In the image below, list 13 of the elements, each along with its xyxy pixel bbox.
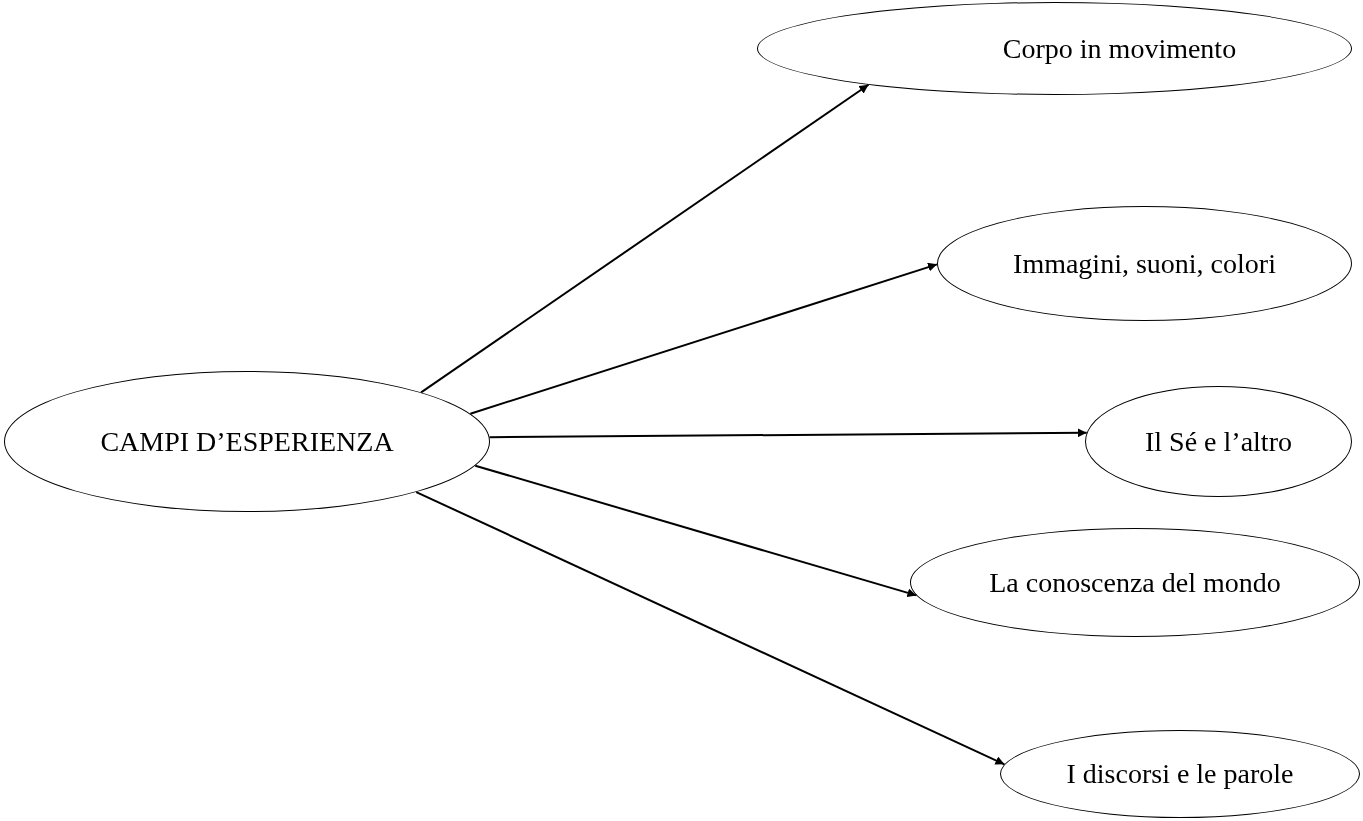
node-label: La conoscenza del mondo: [989, 566, 1281, 599]
arrow: [474, 464, 918, 598]
arrow: [469, 262, 938, 415]
node-label: Corpo in movimento: [1002, 32, 1237, 65]
node-label: Il Sé e l’altro: [1145, 425, 1292, 458]
node-label: CAMPI D’ESPERIENZA: [100, 425, 394, 458]
node-label: Immagini, suoni, colori: [1013, 247, 1276, 280]
ellipse-node: [910, 528, 1360, 637]
arrow: [488, 428, 1088, 439]
ellipse-node: [4, 371, 490, 512]
arrow: [420, 83, 870, 394]
arrow: [415, 491, 1006, 766]
node-label: I discorsi e le parole: [1066, 758, 1294, 790]
